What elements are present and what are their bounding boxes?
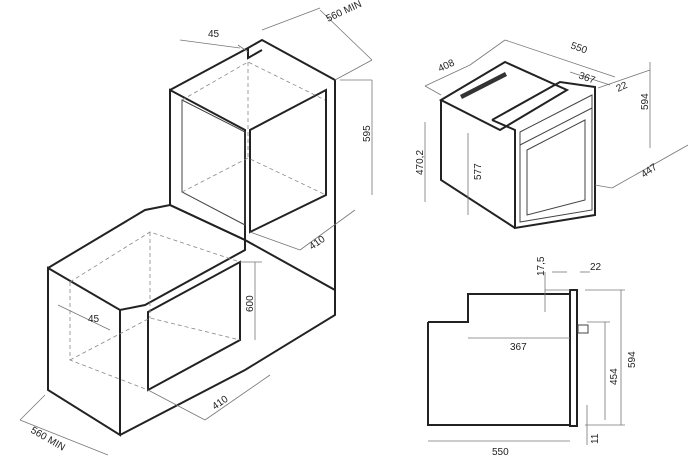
iso-550-label: 550	[569, 40, 589, 56]
iso-594-label: 594	[640, 93, 651, 110]
col-depth-label: 560 MIN	[325, 0, 364, 25]
iso-447-label: 447	[639, 162, 659, 181]
uc-niche-depth-label: 410	[210, 394, 230, 413]
uc-gap-label: 45	[88, 314, 100, 325]
col-niche-depth-label: 410	[307, 234, 327, 253]
under-counter-cabinet	[47, 203, 336, 437]
side-22-label: 22	[590, 262, 602, 273]
uc-height-label: 600	[245, 295, 256, 312]
oven-isometric	[424, 39, 689, 230]
col-height-label: 595	[362, 125, 373, 142]
under-counter-dimensions	[19, 261, 271, 456]
side-11-label: 11	[590, 433, 601, 444]
side-454-label: 454	[609, 368, 620, 385]
side-550-label: 550	[492, 447, 509, 458]
iso-470-label: 470,2	[415, 150, 426, 175]
side-594-label: 594	[627, 351, 638, 368]
side-367-label: 367	[510, 342, 527, 353]
column-dimensions	[179, 7, 373, 251]
iso-22-label: 22	[615, 80, 630, 95]
oven-side-view	[427, 271, 625, 445]
col-gap-label: 45	[208, 29, 220, 40]
side-17-5-label: 17,5	[536, 256, 547, 276]
uc-depth-label: 560 MIN	[29, 425, 67, 453]
column-cabinet	[169, 38, 336, 292]
iso-577-label: 577	[473, 163, 484, 180]
